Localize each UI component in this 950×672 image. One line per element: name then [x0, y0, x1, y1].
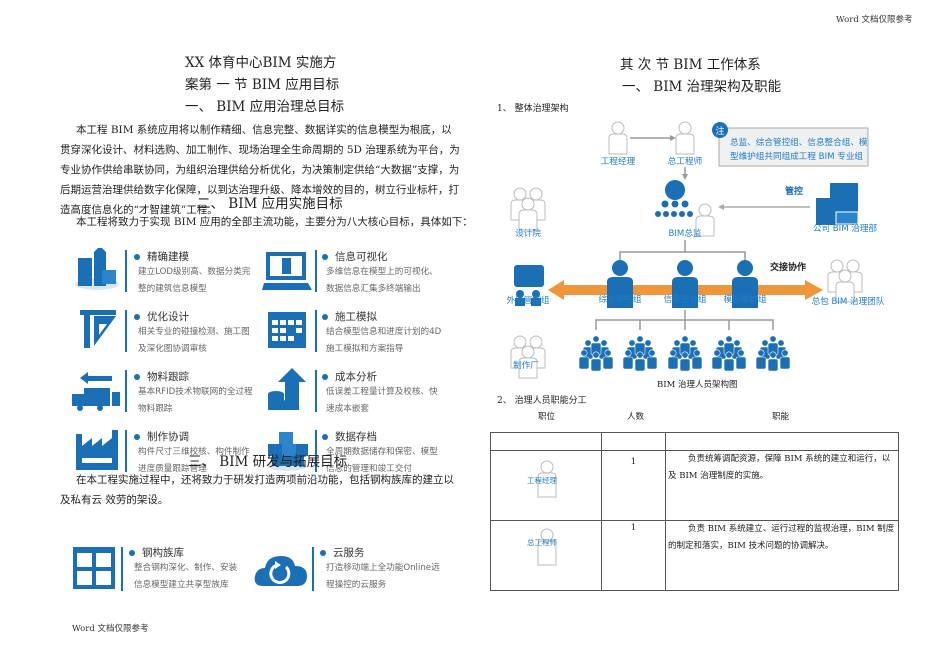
gc-team-icon [828, 260, 862, 302]
outsourcing-icon [514, 265, 544, 306]
divider [315, 310, 317, 352]
goal-title: 数据存档 [322, 429, 377, 444]
label-company: 公司 BIM 治理部 [813, 222, 878, 234]
goal-title: 物料跟踪 [134, 369, 189, 384]
divider [312, 547, 314, 591]
person-icon [537, 528, 557, 566]
data-boxes-icon [267, 432, 308, 471]
divider [315, 430, 317, 472]
col-header-duty: 职能 [772, 412, 790, 422]
header-note: Word 文档仅限参考 [836, 15, 913, 25]
divider [125, 430, 127, 472]
bim-director-icon [655, 180, 715, 237]
chapter-title: 其 次 节 BIM 工作体系 [620, 57, 761, 73]
duties-table: 工程经理 1 负责统筹调配资源，保障 BIM 系统的建立和运行，以及 BIM 治… [490, 432, 899, 591]
label-chief-engineer: 总工程师 [668, 155, 703, 167]
figure-caption: BIM 治理人员架构图 [657, 380, 738, 390]
project-manager-icon [608, 121, 628, 155]
paragraph-1: 本工程 BIM 系统应用将以制作精细、信息完整、数据详实的信息模型为根底，以贯穿… [60, 124, 460, 216]
heading-3: 三、 BIM 研发与拓展目标 [188, 454, 348, 470]
goal-desc: 构件尺寸三维校核、构件制作进度质量跟踪管理 [138, 447, 250, 474]
goal-desc: 低误差工程量计算及校核、快速成本嵌套 [326, 387, 438, 414]
cloud-sync-icon [254, 556, 307, 586]
divider [121, 547, 123, 591]
divider [125, 310, 127, 352]
org-chart-diagram: 工程经理 总工程师 注 总监、综合管控组、信息整合组、模 型维护组共同组成工程 … [507, 121, 885, 385]
label-bim-director: BIM总监 [668, 227, 701, 239]
heading-2: 二、 BIM 应用实施目标 [197, 196, 343, 212]
goal-desc: 建立LOD级别高、数据分类完整的建筑信息模型 [138, 267, 251, 294]
rd-title: 云服务 [320, 545, 365, 560]
factory-icon [76, 430, 118, 470]
label-group-1: 综合管控组 [599, 293, 642, 305]
duty-cell: 负责 BIM 系统建立、运行过程的监视治理，BIM 制度的制定和落实，BIM 技… [665, 520, 899, 591]
note-text: 总监、综合管控组、信息整合组、模 [730, 136, 868, 148]
label-collab: 交接协作 [770, 261, 806, 273]
rd-title: 钢构族库 [129, 545, 184, 560]
label-group-3: 模型维护组 [724, 293, 767, 305]
doc-title: XX 体育中心BIM 实施方 [185, 55, 337, 71]
label-control: 管控 [785, 185, 803, 197]
svg-text:注: 注 [715, 125, 724, 137]
table-row: 工程经理 1 负责统筹调配资源，保障 BIM 系统的建立和运行，以及 BIM 治… [490, 450, 899, 521]
goal-desc: 多维信息在模型上的可视化、数据信息汇集多终端输出 [326, 267, 438, 294]
count-cell: 1 [601, 520, 666, 591]
note-text: 型维护组共同组成工程 BIM 专业组 [730, 150, 863, 162]
goal-title: 施工模拟 [322, 309, 377, 324]
divider [125, 250, 127, 292]
divider [315, 250, 317, 292]
company-building-icon [816, 183, 859, 225]
duty-cell: 负责统筹调配资源，保障 BIM 系统的建立和运行，以及 BIM 治理制度的实施。 [665, 450, 899, 521]
goal-title: 信息可视化 [322, 249, 388, 264]
drafting-tools-icon [80, 310, 116, 348]
chief-engineer-icon [675, 121, 695, 155]
role-cell: 总工程师 [527, 538, 557, 547]
goal-title: 优化设计 [134, 309, 189, 324]
delivery-truck-icon [72, 372, 120, 411]
note-box [718, 127, 869, 167]
city-buildings-icon [75, 248, 119, 290]
goal-title: 成本分析 [322, 369, 377, 384]
design-institute-icon [511, 188, 545, 230]
paragraph-2: 本工程将致力于实现 BIM 应用的全部主流功能，主要分为八大核心目标，具体如下： [76, 216, 473, 228]
goal-desc: 结合模型信息和进度计划的4D施工模拟和方案指导 [326, 327, 442, 354]
footer-note: Word 文档仅限参考 [72, 624, 149, 634]
col-header-count: 人数 [627, 412, 645, 422]
goal-desc: 基本RFID技术物联网的全过程物料跟踪 [138, 387, 253, 414]
count-cell: 1 [601, 450, 666, 521]
note-badge [712, 122, 728, 138]
staff-crowd-icon [579, 336, 790, 371]
label-outsourcing: 外协管控组 [507, 294, 550, 306]
col-header-role: 职位 [538, 412, 556, 422]
goal-title: 制作协调 [134, 429, 189, 444]
factory-people-icon [511, 336, 545, 378]
table-row: 总工程师 1 负责 BIM 系统建立、运行过程的监视治理，BIM 制度的制定和落… [490, 520, 899, 591]
subheading-2: 2、 治理人员职能分工 [497, 396, 587, 406]
rd-desc: 打造移动端上全功能Online远程操控的云服务 [326, 563, 440, 590]
role-cell: 工程经理 [527, 476, 557, 485]
heading-1: 一、 BIM 应用治理总目标 [185, 99, 345, 115]
goal-desc: 全周期数据储存和保密、模型信息的管理和竣工交付 [326, 447, 438, 474]
divider [315, 370, 317, 412]
label-project-manager: 工程经理 [601, 155, 636, 167]
goal-title: 精确建模 [134, 249, 189, 264]
rd-desc: 整合钢构深化、制作、安装信息模型建立共享型族库 [134, 563, 238, 590]
label-gc-team: 总包 BIM 治理团队 [812, 295, 885, 307]
heading-1-right: 一、 BIM 治理架构及职能 [622, 79, 782, 95]
subheading-1: 1、 整体治理架构 [497, 104, 569, 114]
label-design-institute: 设计院 [515, 227, 541, 239]
paragraph-3: 在本工程实施过程中，还将致力于研发打造两项前沿功能，包括钢构族库的建立以及私有云… [60, 474, 454, 506]
person-icon [537, 460, 557, 498]
divider [125, 370, 127, 412]
computer-monitor-icon [262, 252, 312, 290]
section-title: 案第 一 节 BIM 应用目标 [185, 77, 340, 93]
calendar-icon [268, 312, 306, 348]
goal-desc: 相关专业的碰撞检测、施工图及深化图协调审核 [138, 327, 250, 354]
library-grid-icon [73, 547, 115, 589]
label-factory: 制作厂 [513, 359, 539, 371]
label-group-2: 信息整合组 [664, 293, 707, 305]
coins-arrow-icon [268, 368, 306, 410]
